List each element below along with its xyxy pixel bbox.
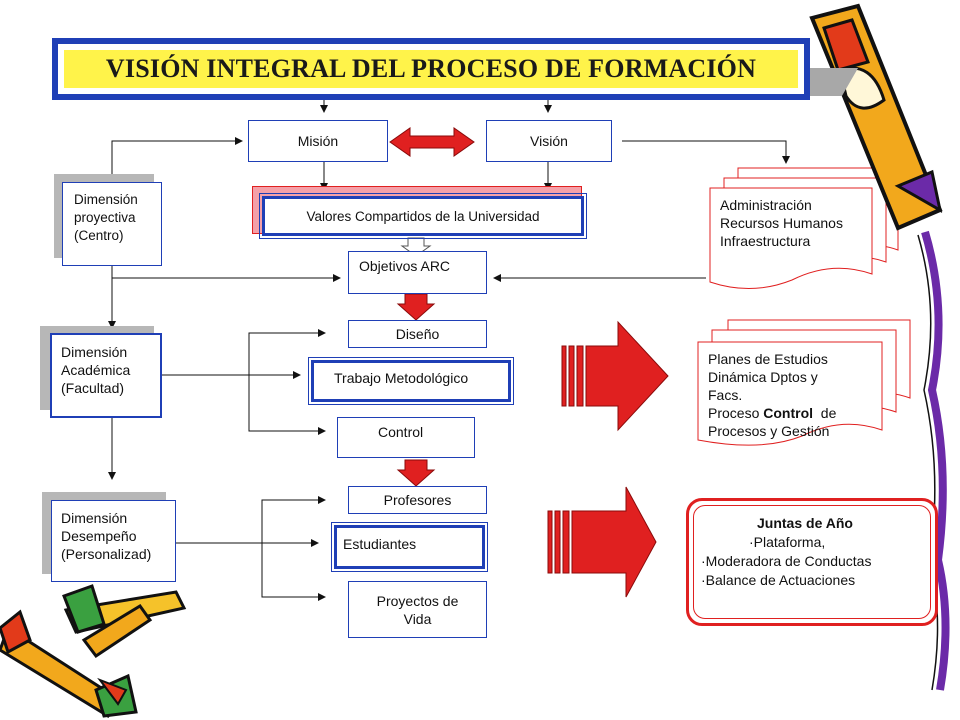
proyectos-label-line-1: Proyectos de	[376, 592, 459, 609]
juntas-item-2: ·Moderadora de Conductas	[701, 553, 872, 569]
valores-label: Valores Compartidos de la Universidad	[306, 208, 540, 224]
juntas-inner-border	[693, 505, 931, 619]
proceso-prefix: Proceso	[708, 405, 764, 421]
juntas-title: Juntas de Año	[757, 515, 853, 531]
proceso-suffix: de	[813, 405, 837, 421]
dim-academica-line-1: Dimensión	[61, 344, 128, 360]
dim-proyectiva-line-2: proyectiva	[74, 210, 136, 225]
objetivos-label: Objetivos ARC	[359, 258, 451, 274]
profesores-box: Profesores	[348, 486, 487, 514]
juntas-item-1: ·Plataforma,	[749, 534, 826, 550]
double-arrow-icon	[389, 127, 475, 157]
vision-label: Visión	[530, 133, 568, 149]
mision-box: Misión	[248, 120, 388, 162]
red-down-arrow-icon-2	[396, 459, 436, 487]
planes-line-5: Procesos y Gestión	[708, 423, 830, 439]
crayon-clipart-icon	[809, 3, 950, 691]
proyectos-label-line-2: Vida	[403, 610, 432, 627]
dim-proyectiva-line-1: Dimensión	[74, 192, 138, 207]
doc-stack-admin	[709, 167, 899, 289]
juntas-item-1-text: Plataforma,	[753, 534, 826, 550]
estudiantes-box: Estudiantes	[331, 522, 488, 572]
admin-doc-text: Administración Recursos Humanos Infraest…	[720, 196, 843, 250]
juntas-item-3: ·Balance de Actuaciones	[701, 572, 856, 588]
dim-desempeno-line-2: Desempeño	[61, 528, 137, 544]
proyectos-box: Proyectos de Vida	[348, 581, 487, 638]
vision-box: Visión	[486, 120, 612, 162]
dim-academica-box: Dimensión Académica (Facultad)	[50, 333, 162, 418]
dim-proyectiva-box: Dimensión proyectiva (Centro)	[62, 182, 162, 266]
connectors	[108, 100, 790, 601]
dim-desempeno-line-1: Dimensión	[61, 510, 128, 526]
dim-academica-line-3: (Facultad)	[61, 380, 125, 396]
dim-desempeno-line-3: (Personalizad)	[61, 546, 152, 562]
admin-line-2: Recursos Humanos	[720, 215, 843, 231]
title-fill: VISIÓN INTEGRAL DEL PROCESO DE FORMACIÓN	[64, 50, 798, 88]
pencils-bundle-clipart-icon	[0, 584, 187, 718]
dim-desempeno-box: Dimensión Desempeño (Personalizad)	[51, 500, 176, 582]
dim-academica-line-2: Académica	[61, 362, 131, 378]
control-box: Control	[337, 417, 475, 458]
objetivos-box: Objetivos ARC	[348, 251, 487, 294]
big-right-arrow-icon-1	[561, 320, 669, 432]
planes-line-3: Facs.	[708, 387, 743, 403]
valores-box: Valores Compartidos de la Universidad	[259, 193, 587, 239]
diseno-box: Diseño	[348, 320, 487, 348]
doc-stack-planes	[697, 319, 911, 446]
red-down-arrow-icon-1	[396, 293, 436, 321]
proceso-bold: Control	[763, 405, 814, 421]
diseno-label: Diseño	[395, 326, 440, 342]
big-right-arrow-icon-2	[547, 486, 657, 598]
juntas-box: Juntas de Año ·Plataforma, ·Moderadora d…	[686, 498, 938, 626]
profesores-label: Profesores	[383, 492, 452, 508]
planes-doc-text: Planes de Estudios Dinámica Dptos y Facs…	[708, 350, 836, 440]
control-label: Control	[378, 424, 424, 440]
title-box: VISIÓN INTEGRAL DEL PROCESO DE FORMACIÓN	[52, 38, 810, 100]
trabajo-label: Trabajo Metodológico	[334, 370, 469, 386]
planes-line-1: Planes de Estudios	[708, 351, 828, 367]
juntas-item-2-text: Moderadora de Conductas	[705, 553, 872, 569]
page-title: VISIÓN INTEGRAL DEL PROCESO DE FORMACIÓN	[105, 54, 757, 83]
dim-proyectiva-line-3: (Centro)	[74, 228, 124, 243]
trabajo-box: Trabajo Metodológico	[308, 357, 514, 405]
admin-line-1: Administración	[720, 197, 812, 213]
admin-line-3: Infraestructura	[720, 233, 811, 249]
estudiantes-label: Estudiantes	[343, 536, 417, 552]
planes-line-4: Proceso Control de	[708, 404, 836, 422]
mision-label: Misión	[297, 133, 339, 149]
juntas-item-3-text: Balance de Actuaciones	[705, 572, 856, 588]
planes-line-2: Dinámica Dptos y	[708, 369, 818, 385]
